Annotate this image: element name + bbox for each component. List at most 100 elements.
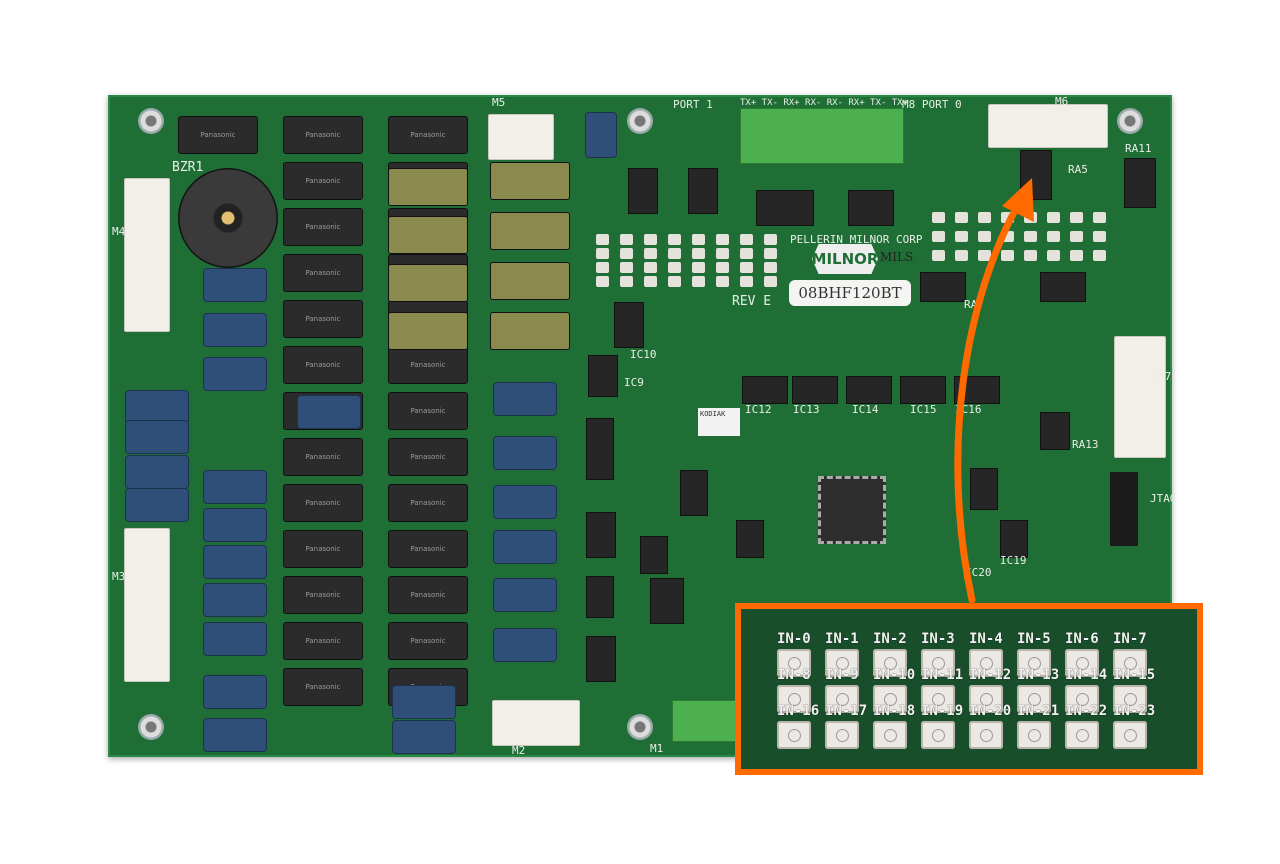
input-led — [969, 721, 1003, 749]
input-led — [1065, 721, 1099, 749]
integrated-circuit — [900, 376, 946, 404]
integrated-circuit — [742, 376, 788, 404]
mounting-hole — [138, 108, 164, 134]
silk-ic9: IC9 — [624, 376, 644, 389]
input-label: IN-12 — [969, 667, 1012, 683]
integrated-circuit — [628, 168, 658, 214]
input-led — [777, 685, 811, 713]
output-led — [620, 262, 633, 273]
connector-m4 — [124, 178, 170, 332]
input-led — [969, 649, 1003, 677]
integrated-circuit — [640, 536, 668, 574]
integrated-circuit — [792, 376, 838, 404]
input-label: IN-7 — [1113, 631, 1147, 647]
integrated-circuit — [614, 302, 644, 348]
terminal-block-blue — [125, 420, 189, 454]
input-led — [1047, 250, 1060, 261]
silk-m5: M5 — [492, 96, 506, 109]
terminal-block-blue — [203, 675, 267, 709]
silk-ra13: RA13 — [1072, 438, 1099, 451]
input-led — [1113, 721, 1147, 749]
terminal-block-blue — [493, 382, 557, 416]
relay: Panasonic — [283, 116, 363, 154]
input-led — [1093, 212, 1106, 223]
input-led — [932, 250, 945, 261]
output-led — [668, 276, 681, 287]
input-led — [1047, 212, 1060, 223]
silk-jtag: JTAG — [1150, 492, 1177, 505]
terminal-block-blue — [297, 395, 361, 429]
input-led — [1093, 250, 1106, 261]
input-led — [825, 721, 859, 749]
input-led — [825, 685, 859, 713]
relay: Panasonic — [283, 254, 363, 292]
silk-ic12: IC12 — [745, 403, 772, 416]
kodiak-sticker: KODIAK — [698, 408, 740, 436]
connector-m6 — [988, 104, 1108, 148]
relay: Panasonic — [283, 162, 363, 200]
terminal-m1 — [672, 700, 736, 742]
mounting-hole — [627, 108, 653, 134]
input-led — [825, 649, 859, 677]
silk-ra11: RA11 — [1125, 142, 1152, 155]
output-led — [596, 234, 609, 245]
input-label: IN-11 — [921, 667, 964, 683]
input-label: IN-2 — [873, 631, 907, 647]
connector-m5 — [488, 114, 554, 160]
terminal-block-blue — [125, 488, 189, 522]
output-led — [692, 248, 705, 259]
terminal-block-blue — [203, 313, 267, 347]
silk-ic20: IC20 — [965, 566, 992, 579]
integrated-circuit — [588, 355, 618, 397]
input-led — [921, 685, 955, 713]
input-led — [955, 250, 968, 261]
input-label: IN-13 — [1017, 667, 1060, 683]
output-led — [596, 248, 609, 259]
output-led — [692, 262, 705, 273]
silk-pins: TX+ TX- RX+ RX- RX- RX+ TX- TX+ — [740, 98, 908, 108]
terminal-block-blue — [125, 455, 189, 489]
output-led — [644, 234, 657, 245]
output-led — [716, 276, 729, 287]
input-label: IN-5 — [1017, 631, 1051, 647]
terminal-block-blue — [392, 685, 456, 719]
input-led — [1017, 685, 1051, 713]
input-label: IN-17 — [825, 703, 868, 719]
terminal-block-blue — [493, 530, 557, 564]
milnor-logo: MILNOR — [812, 244, 878, 274]
terminal-block-blue — [203, 622, 267, 656]
relay: Panasonic — [388, 576, 468, 614]
relay-olive — [388, 168, 468, 206]
output-led — [740, 248, 753, 259]
input-led — [921, 721, 955, 749]
output-led — [764, 248, 777, 259]
relay: Panasonic — [388, 622, 468, 660]
relay: Panasonic — [283, 438, 363, 476]
input-led — [1024, 250, 1037, 261]
input-label: IN-14 — [1065, 667, 1108, 683]
input-led — [955, 212, 968, 223]
terminal-block-blue — [203, 470, 267, 504]
input-led — [921, 649, 955, 677]
input-led — [1001, 231, 1014, 242]
input-label: IN-10 — [873, 667, 916, 683]
mounting-hole — [627, 714, 653, 740]
relay: Panasonic — [283, 530, 363, 568]
terminal-block-blue — [493, 485, 557, 519]
silk-ic19: IC19 — [1000, 554, 1027, 567]
connector-m2 — [492, 700, 580, 746]
silk-port1: PORT 1 — [673, 98, 713, 111]
input-led — [1065, 649, 1099, 677]
input-led — [955, 231, 968, 242]
input-label: IN-0 — [777, 631, 811, 647]
terminal-block-blue — [125, 390, 189, 424]
integrated-circuit — [650, 578, 684, 624]
integrated-circuit — [846, 376, 892, 404]
input-led — [1113, 649, 1147, 677]
input-led — [932, 212, 945, 223]
input-led — [1017, 721, 1051, 749]
output-led — [620, 234, 633, 245]
input-label: IN-4 — [969, 631, 1003, 647]
input-led — [1065, 685, 1099, 713]
input-led — [873, 721, 907, 749]
